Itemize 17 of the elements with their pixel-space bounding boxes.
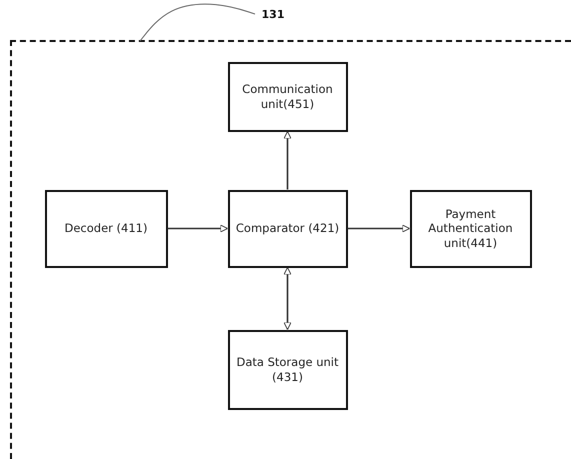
unit-label: Comparator (421) [234,221,340,236]
arrow [348,224,410,232]
dashed-boundary [10,40,571,459]
arrow [284,131,292,190]
unit-box [228,62,348,132]
unit-label: Data Storage unit (431) [235,355,340,384]
unit-label: Payment Authentication unit(441) [427,206,514,250]
reference-number: 131 [262,8,284,20]
arrow [284,267,292,330]
unit-box [44,190,168,268]
unit-box [228,190,348,268]
arrow [168,224,228,232]
unit-label: Decoder (411) [64,221,148,236]
unit-box [410,190,532,268]
unit-box [228,330,348,410]
unit-label: Communication unit(451) [241,82,334,111]
leader-line [140,4,256,42]
